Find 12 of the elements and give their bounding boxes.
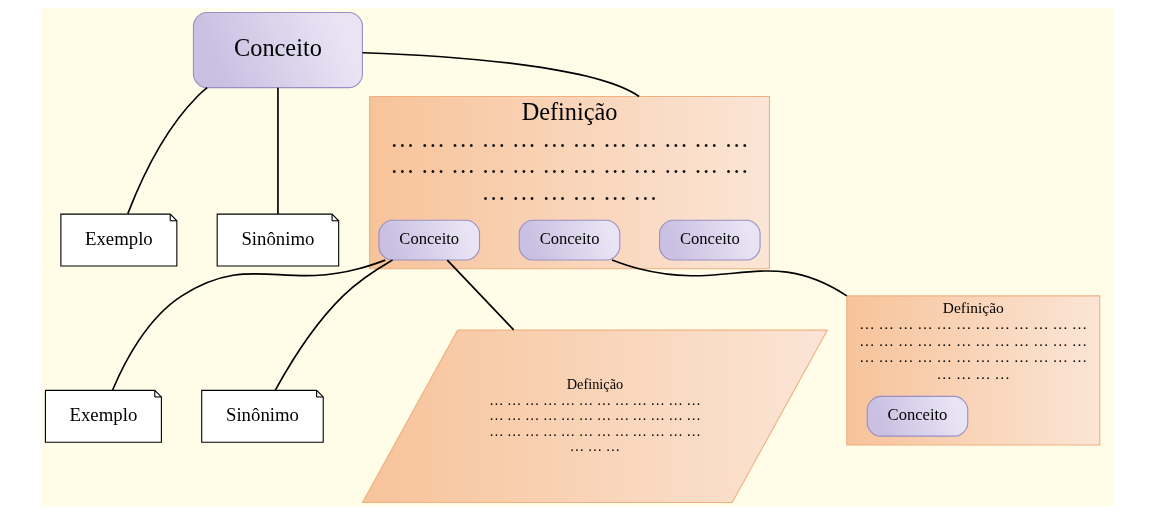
node-box: Conceito xyxy=(659,219,761,261)
node-box: Conceito xyxy=(378,219,481,261)
node-box: Conceito xyxy=(866,395,969,437)
connector xyxy=(611,259,848,297)
connector xyxy=(277,87,279,215)
connector xyxy=(111,259,387,391)
connector xyxy=(274,259,394,391)
node-box: Conceito xyxy=(518,219,621,261)
connector xyxy=(361,51,640,98)
node-box: Conceito xyxy=(192,12,363,89)
connector xyxy=(127,86,208,215)
connector xyxy=(446,259,515,331)
